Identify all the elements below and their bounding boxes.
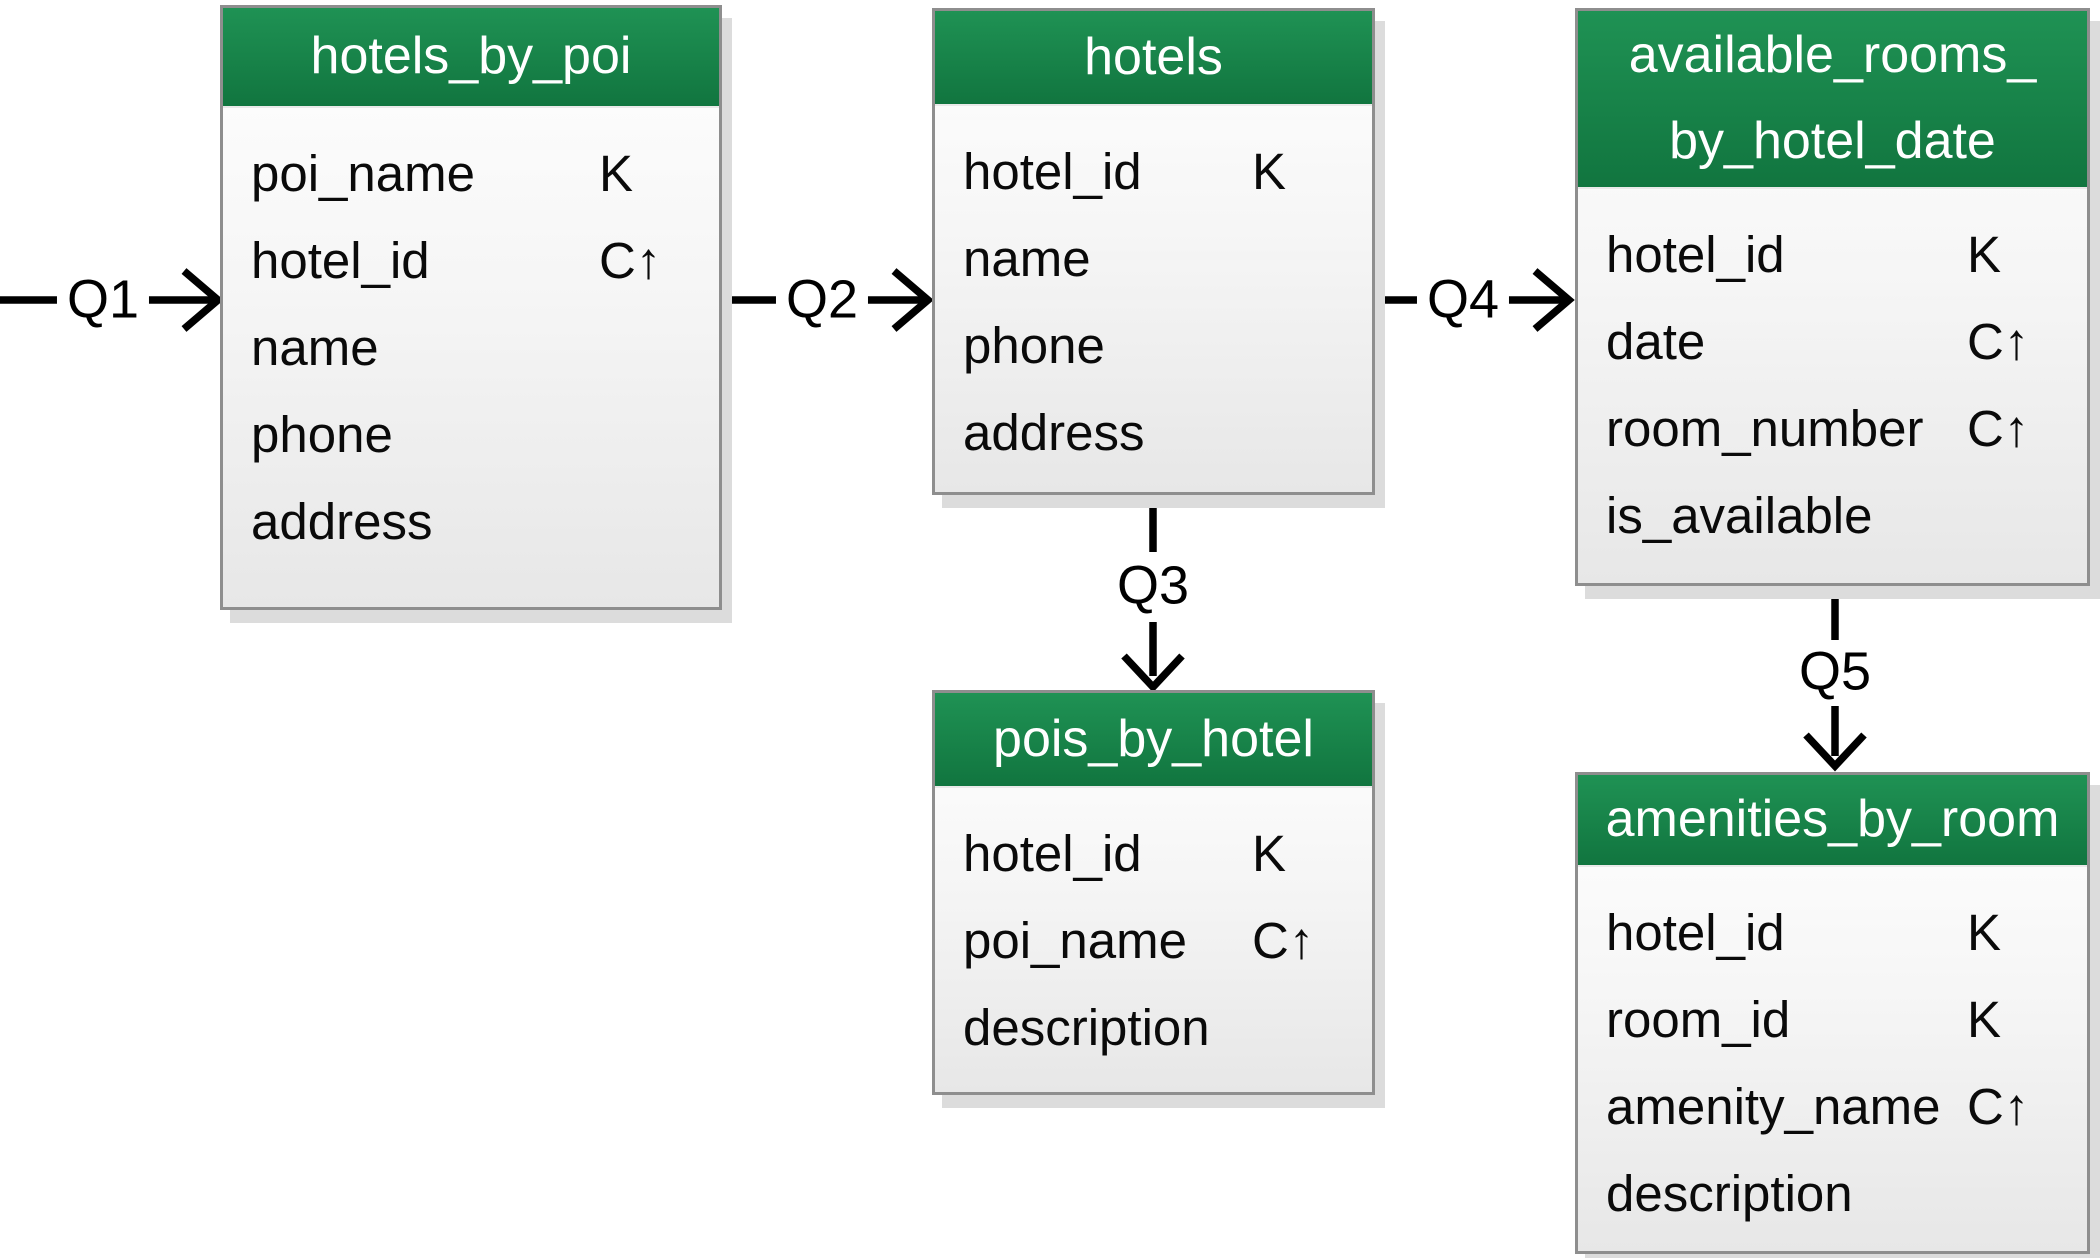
key-indicator: K [599, 145, 634, 202]
column-row: name [963, 215, 1344, 302]
table-title: hotels [935, 11, 1372, 106]
table-title: available_rooms_ by_hotel_date [1578, 11, 2087, 189]
key-indicator: C↑ [1967, 1078, 2030, 1135]
table-pois-by-hotel: pois_by_hotel hotel_id K poi_name C↑ des… [932, 690, 1375, 1095]
table-amenities-by-room: amenities_by_room hotel_id K room_id K a… [1575, 772, 2090, 1254]
column-row: hotel_id K [1606, 211, 2059, 298]
table-available-rooms-by-hotel-date: available_rooms_ by_hotel_date hotel_id … [1575, 8, 2090, 586]
key-indicator: C↑ [1967, 400, 2030, 457]
q4-arrowhead-icon [1532, 268, 1575, 332]
column-row: poi_name C↑ [963, 897, 1344, 984]
column-name: amenity_name [1606, 1078, 1941, 1135]
column-name: hotel_id [251, 232, 430, 289]
column-row: room_number C↑ [1606, 385, 2059, 472]
column-row: date C↑ [1606, 298, 2059, 385]
column-row: name [251, 304, 691, 391]
table-columns: poi_name K hotel_id C↑ name phone addres… [223, 108, 719, 565]
key-indicator: K [1967, 904, 2002, 961]
column-name: date [1606, 313, 1706, 370]
column-name: phone [963, 317, 1105, 374]
key-indicator: C↑ [1967, 313, 2030, 370]
table-title: pois_by_hotel [935, 693, 1372, 788]
key-indicator: K [1967, 226, 2002, 283]
query-label-q4: Q4 [1416, 269, 1510, 330]
column-row: description [1606, 1150, 2059, 1237]
q1-arrowhead-icon [181, 268, 224, 332]
column-name: is_available [1606, 487, 1873, 544]
column-row: description [963, 984, 1344, 1071]
column-name: description [963, 999, 1210, 1056]
table-hotels-by-poi: hotels_by_poi poi_name K hotel_id C↑ nam… [220, 5, 722, 610]
key-indicator: K [1967, 991, 2002, 1048]
column-name: address [963, 404, 1145, 461]
key-indicator: K [1252, 825, 1287, 882]
query-label-q1: Q1 [56, 269, 150, 330]
key-indicator: C↑ [599, 232, 662, 289]
column-row: amenity_name C↑ [1606, 1063, 2059, 1150]
column-name: poi_name [251, 145, 475, 202]
column-name: name [251, 319, 379, 376]
table-columns: hotel_id K room_id K amenity_name C↑ des… [1578, 867, 2087, 1237]
column-name: hotel_id [963, 143, 1142, 200]
column-row: phone [963, 302, 1344, 389]
key-indicator: C↑ [1252, 912, 1315, 969]
table-columns: hotel_id K name phone address [935, 106, 1372, 476]
column-name: address [251, 493, 433, 550]
table-columns: hotel_id K date C↑ room_number C↑ is_ava… [1578, 189, 2087, 559]
column-row: address [251, 478, 691, 565]
column-name: name [963, 230, 1091, 287]
table-hotels: hotels hotel_id K name phone address [932, 8, 1375, 495]
column-name: phone [251, 406, 393, 463]
query-label-q5: Q5 [1788, 641, 1882, 702]
column-row: hotel_id K [963, 128, 1344, 215]
column-row: hotel_id K [963, 810, 1344, 897]
column-row: is_available [1606, 472, 2059, 559]
column-name: room_number [1606, 400, 1924, 457]
query-label-q2: Q2 [775, 269, 869, 330]
query-label-q3: Q3 [1106, 555, 1200, 616]
column-name: hotel_id [1606, 904, 1785, 961]
column-name: hotel_id [1606, 226, 1785, 283]
column-row: hotel_id K [1606, 889, 2059, 976]
column-name: description [1606, 1165, 1853, 1222]
key-indicator: K [1252, 143, 1287, 200]
q3-arrowhead-icon [1121, 653, 1185, 693]
column-name: hotel_id [963, 825, 1142, 882]
table-title: amenities_by_room [1578, 775, 2087, 867]
column-row: poi_name K [251, 130, 691, 217]
column-name: poi_name [963, 912, 1187, 969]
table-columns: hotel_id K poi_name C↑ description [935, 788, 1372, 1071]
column-name: room_id [1606, 991, 1791, 1048]
q2-arrowhead-icon [891, 268, 934, 332]
column-row: phone [251, 391, 691, 478]
column-row: hotel_id C↑ [251, 217, 691, 304]
column-row: address [963, 389, 1344, 476]
q5-arrowhead-icon [1803, 732, 1867, 772]
column-row: room_id K [1606, 976, 2059, 1063]
table-title: hotels_by_poi [223, 8, 719, 108]
